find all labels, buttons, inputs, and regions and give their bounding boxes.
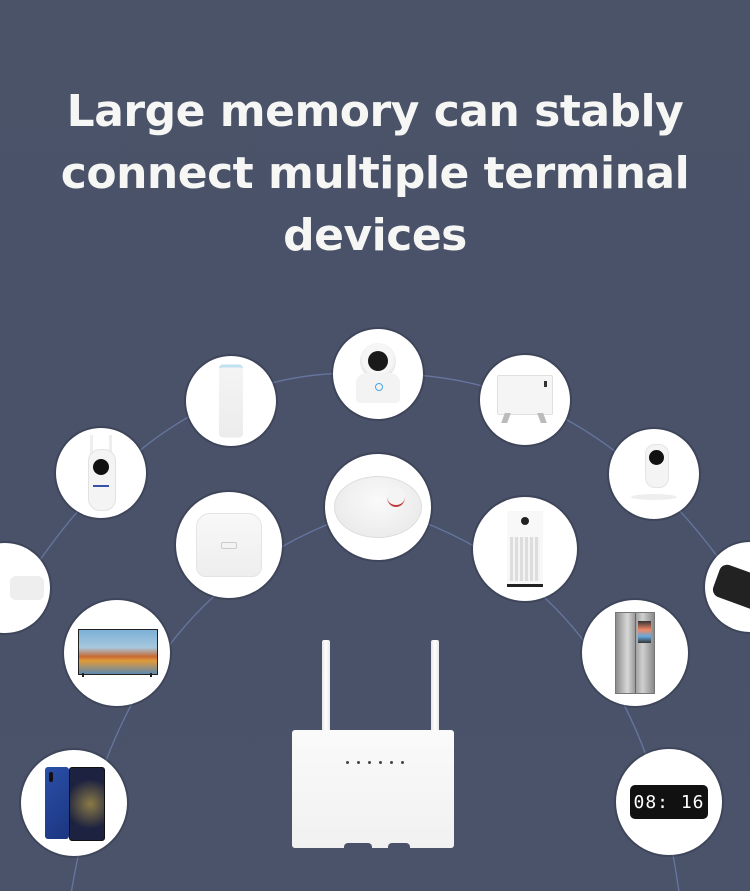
headline: Large memory can stably connect multiple… [0,81,750,267]
antenna-left [322,640,330,735]
refrigerator-icon [582,600,688,706]
router-icon [292,640,462,850]
antenna-right [431,640,439,735]
home-camera-icon [609,429,699,519]
television-icon [64,600,170,706]
headline-line-1: Large memory can stably [66,86,684,138]
dome-camera-icon [333,329,423,419]
headline-line-2: connect multiple terminal [60,148,690,200]
clock-time: 08: 16 [630,785,708,819]
router-body [292,730,454,848]
headline-line-3: devices [283,210,467,262]
smartphone-icon [21,750,127,856]
digital-clock-icon: 08: 16 [616,749,722,855]
heater-icon [480,355,570,445]
robot-vacuum-icon [325,454,431,560]
air-purifier-icon [473,497,577,601]
extender-camera-icon [56,428,146,518]
smart-speaker-icon [186,356,276,446]
status-leds [346,761,404,764]
rice-cooker-icon [176,492,282,598]
